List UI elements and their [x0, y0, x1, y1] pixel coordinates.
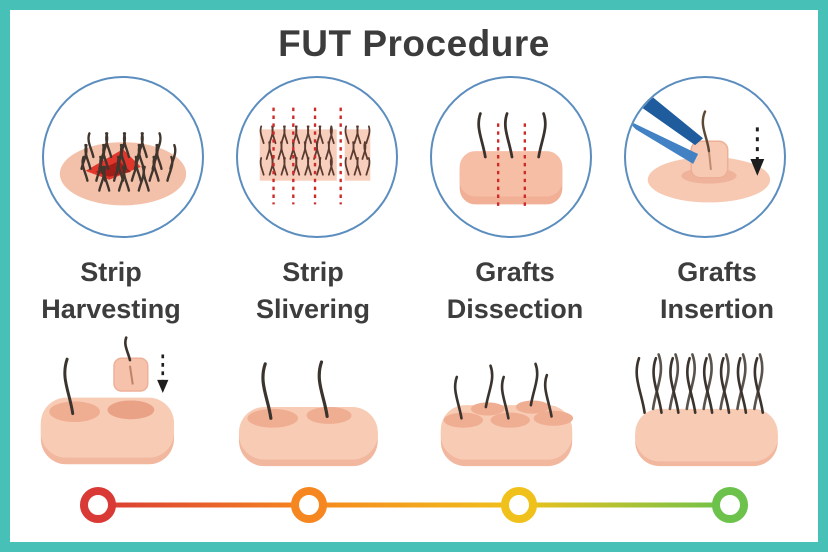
page-title: FUT Procedure — [278, 23, 550, 64]
scalp-strip-excision-icon — [59, 132, 187, 206]
step-label-grafts-dissection: Grafts Dissection — [446, 257, 584, 324]
step-circle-grafts-dissection — [430, 76, 592, 238]
timeline-gradient-line — [96, 502, 732, 508]
graft-block-dissection-icon — [459, 112, 563, 207]
step-label-strip-harvesting: Strip Harvesting — [41, 257, 181, 324]
step-circle-strip-slivering — [236, 76, 398, 238]
procedure-timeline — [80, 482, 748, 528]
step-label-grafts-insertion: Grafts Insertion — [659, 257, 774, 324]
timeline-marker-step-1 — [80, 487, 116, 523]
strip-dashed-cuts-icon — [259, 107, 371, 205]
step-circle-grafts-insertion — [624, 76, 786, 238]
sliver-two-hairs-icon — [238, 360, 378, 467]
dense-implanted-hair-icon — [635, 353, 778, 467]
step-label-strip-slivering: Strip Slivering — [255, 257, 371, 324]
step-labels-row: Strip Harvesting Strip Slivering Grafts … — [10, 254, 818, 328]
detail-illustrations-row — [10, 332, 818, 468]
timeline-marker-step-3 — [501, 487, 538, 523]
dissected-grafts-icon — [440, 362, 574, 467]
timeline-marker-step-2 — [290, 487, 327, 523]
step-circle-strip-harvesting — [42, 76, 204, 238]
timeline-marker-step-4 — [711, 487, 748, 523]
tweezers-graft-insertion-icon — [626, 89, 771, 203]
graft-removed-from-block-icon — [40, 336, 175, 465]
step-circles-row — [10, 76, 818, 238]
